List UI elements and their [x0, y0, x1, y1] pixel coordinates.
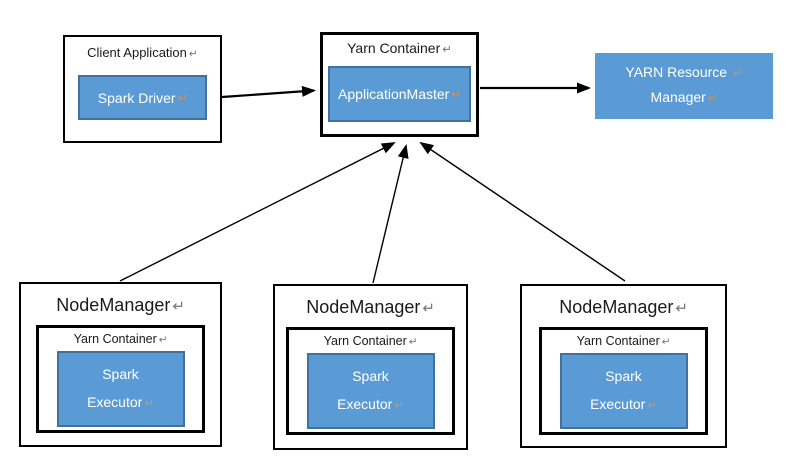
yarn-container-box: Yarn Container↵ ApplicationMaster↵ — [320, 32, 479, 137]
nodemanager-box-2: NodeManager↵ Yarn Container↵ Spark Execu… — [273, 284, 468, 450]
arrow-nodemanager1-to-applicationmaster — [119, 142, 396, 282]
spark-executor-box: Spark Executor↵ — [306, 353, 435, 429]
spark-executor-line2: Executor↵ — [590, 390, 657, 420]
spark-executor-label: Executor — [87, 394, 143, 410]
return-mark: ↵ — [647, 400, 657, 412]
yarn-container-inner-label: Yarn Container — [73, 332, 157, 346]
client-application-box: Client Application↵ Spark Driver↵ — [63, 35, 222, 143]
yarn-container-inner-label: Yarn Container — [576, 334, 660, 348]
spark-executor-label: Executor — [590, 396, 646, 412]
return-mark: ↵ — [661, 337, 671, 348]
return-mark: ↵ — [144, 398, 154, 410]
spark-executor-line2: Executor↵ — [87, 388, 154, 418]
spark-executor-line1: Spark — [102, 366, 139, 382]
spark-executor-label: Executor — [337, 396, 393, 412]
spark-executor-line2: Executor↵ — [337, 390, 404, 420]
return-mark: ↵ — [451, 89, 461, 101]
return-mark: ↵ — [422, 301, 435, 317]
return-mark: ↵ — [188, 48, 198, 60]
return-mark: ↵ — [442, 44, 452, 56]
yarn-container-inner-title: Yarn Container↵ — [289, 334, 452, 348]
arrow-client-to-applicationmaster — [221, 85, 316, 99]
spark-executor-box: Spark Executor↵ — [559, 353, 688, 429]
return-mark: ↵ — [675, 301, 688, 317]
yarn-resource-manager-line2: Manager↵ — [651, 86, 718, 111]
nodemanager-label: NodeManager — [306, 297, 421, 317]
yarn-resource-manager-box: YARN Resource ↵ Manager↵ — [595, 53, 773, 119]
client-application-title: Client Application↵ — [65, 45, 220, 60]
yarn-container-inner-title: Yarn Container↵ — [542, 334, 705, 348]
client-application-label: Client Application — [87, 45, 187, 60]
yarn-resource-manager-label2: Manager — [650, 89, 706, 105]
nodemanager-title: NodeManager↵ — [275, 297, 466, 318]
spark-executor-box: Spark Executor↵ — [56, 351, 185, 427]
return-mark: ↵ — [408, 337, 418, 348]
arrow-nodemanager2-to-applicationmaster — [372, 144, 409, 284]
applicationmaster-label: ApplicationMaster — [338, 86, 450, 102]
nodemanager-box-1: NodeManager↵ Yarn Container↵ Spark Execu… — [19, 282, 222, 447]
spark-executor-line1: Spark — [352, 368, 389, 384]
yarn-container-label: Yarn Container — [347, 40, 441, 56]
yarn-container-inner-box: Yarn Container↵ Spark Executor↵ — [36, 325, 205, 433]
nodemanager-title: NodeManager↵ — [522, 297, 725, 318]
applicationmaster-box: ApplicationMaster↵ — [328, 66, 471, 122]
arrow-nodemanager3-to-applicationmaster — [419, 141, 626, 282]
yarn-container-title: Yarn Container↵ — [323, 40, 476, 56]
nodemanager-label: NodeManager — [559, 297, 674, 317]
return-mark: ↵ — [177, 92, 188, 105]
return-mark: ↵ — [707, 93, 718, 105]
spark-executor-line1: Spark — [605, 368, 642, 384]
nodemanager-label: NodeManager — [56, 295, 171, 315]
return-mark: ↵ — [172, 299, 185, 315]
nodemanager-box-3: NodeManager↵ Yarn Container↵ Spark Execu… — [520, 284, 727, 448]
nodemanager-title: NodeManager↵ — [21, 295, 220, 316]
spark-driver-label: Spark Driver — [97, 89, 176, 106]
yarn-resource-manager-label1: YARN Resource — [625, 64, 728, 80]
spark-driver-box: Spark Driver↵ — [78, 75, 207, 120]
yarn-container-inner-label: Yarn Container — [323, 334, 407, 348]
return-mark: ↵ — [732, 68, 743, 80]
return-mark: ↵ — [394, 400, 404, 412]
yarn-container-inner-box: Yarn Container↵ Spark Executor↵ — [539, 327, 708, 435]
yarn-container-inner-title: Yarn Container↵ — [39, 332, 202, 346]
yarn-resource-manager-line1: YARN Resource ↵ — [625, 61, 742, 86]
yarn-container-inner-box: Yarn Container↵ Spark Executor↵ — [286, 327, 455, 435]
return-mark: ↵ — [158, 335, 168, 346]
